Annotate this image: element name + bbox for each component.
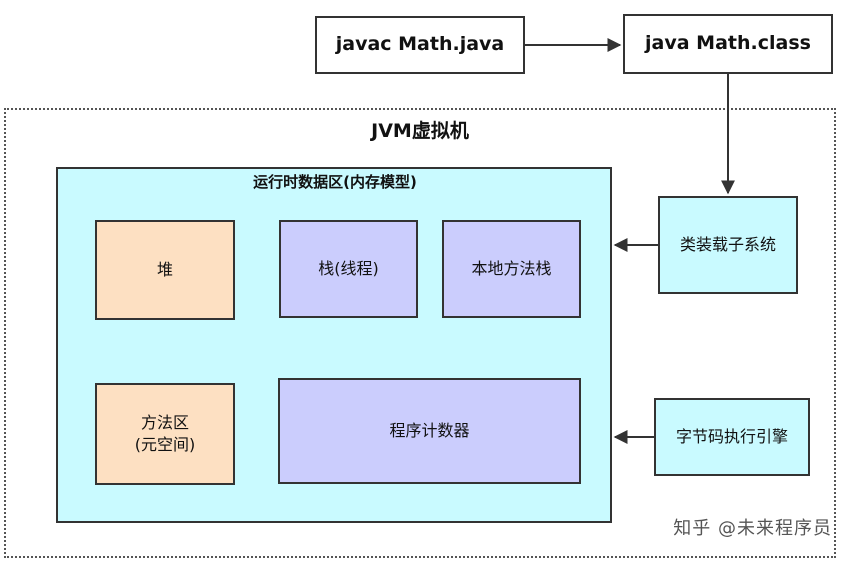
- jvm-label: JVM虚拟机: [371, 120, 469, 142]
- program-counter-box: 程序计数器: [278, 378, 581, 484]
- runtime-data-area-title: 运行时数据区(内存模型): [253, 173, 417, 191]
- class-loader-box: 类装载子系统: [658, 196, 798, 294]
- method-area-box: 方法区 (元空间): [95, 383, 235, 485]
- run-box: java Math.class: [623, 14, 833, 74]
- watermark-text: 知乎 @未来程序员: [673, 518, 832, 539]
- stack-box: 栈(线程): [279, 220, 418, 318]
- jvm-container: [4, 108, 836, 558]
- execution-engine-box: 字节码执行引擎: [654, 398, 810, 476]
- heap-box: 堆: [95, 220, 235, 320]
- compile-box: javac Math.java: [315, 16, 525, 74]
- native-method-stack-box: 本地方法栈: [442, 220, 581, 318]
- method-area-label: 方法区: [140, 413, 189, 433]
- metaspace-label: (元空间): [134, 435, 196, 454]
